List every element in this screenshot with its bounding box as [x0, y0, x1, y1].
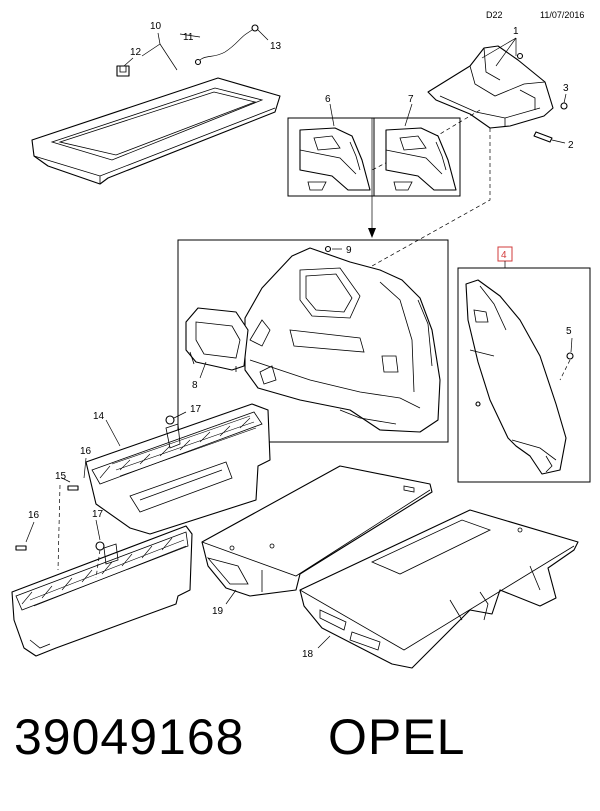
callout-1: 1	[513, 26, 519, 37]
callout-18: 18	[302, 649, 314, 660]
vent-panel-14[interactable]	[85, 403, 271, 535]
quarter-trim-upper[interactable]	[427, 45, 554, 129]
callout-15: 15	[55, 471, 67, 482]
callout-12: 12	[130, 47, 142, 58]
detail-box-7	[373, 117, 461, 197]
callout-14: 14	[93, 411, 105, 422]
pillar-trim-4[interactable]	[465, 279, 567, 475]
callout-2: 2	[568, 140, 574, 151]
screw-5[interactable]	[566, 352, 574, 360]
callout-9: 9	[346, 245, 352, 256]
callout-16a: 16	[80, 446, 92, 457]
vent-panel-15[interactable]	[11, 525, 193, 657]
callout-17a: 17	[190, 404, 202, 415]
callout-7: 7	[408, 94, 414, 105]
shelf-clip[interactable]	[116, 65, 130, 77]
storage-bin-8[interactable]	[185, 307, 249, 372]
screw-2[interactable]	[533, 131, 553, 143]
trim-variant-6[interactable]	[299, 127, 371, 191]
callout-16b: 16	[28, 510, 40, 521]
callout-19: 19	[212, 606, 224, 617]
parcel-shelf[interactable]	[31, 77, 281, 185]
callout-17b: 17	[92, 509, 104, 520]
brand-name: OPEL	[328, 709, 466, 765]
callout-3: 3	[563, 83, 569, 94]
detail-box-main	[177, 239, 449, 443]
shelf-strap[interactable]	[194, 24, 259, 66]
callout-10: 10	[150, 21, 162, 32]
screw-16b[interactable]	[15, 545, 27, 551]
quarter-trim-lower[interactable]	[244, 247, 441, 433]
screw-1[interactable]	[516, 52, 524, 60]
callout-13: 13	[270, 41, 282, 52]
clip-3[interactable]	[560, 102, 568, 110]
floor-panel-19[interactable]	[201, 465, 433, 597]
diagram-date: 11/07/2016	[540, 10, 585, 20]
callout-5: 5	[566, 326, 572, 337]
floor-panel-18[interactable]	[299, 509, 579, 669]
callout-11: 11	[183, 32, 194, 43]
detail-box-4	[457, 267, 591, 483]
callout-6: 6	[325, 94, 331, 105]
screw-16a[interactable]	[67, 485, 79, 491]
screw-9[interactable]	[324, 245, 332, 253]
clip-17a[interactable]	[165, 415, 175, 425]
diagram-code: D22	[486, 10, 503, 20]
callout-4: 4	[501, 250, 507, 261]
callout-8: 8	[192, 380, 198, 391]
clip-17b[interactable]	[95, 541, 105, 551]
part-number: 39049168	[14, 709, 245, 765]
trim-variant-7[interactable]	[385, 127, 457, 191]
